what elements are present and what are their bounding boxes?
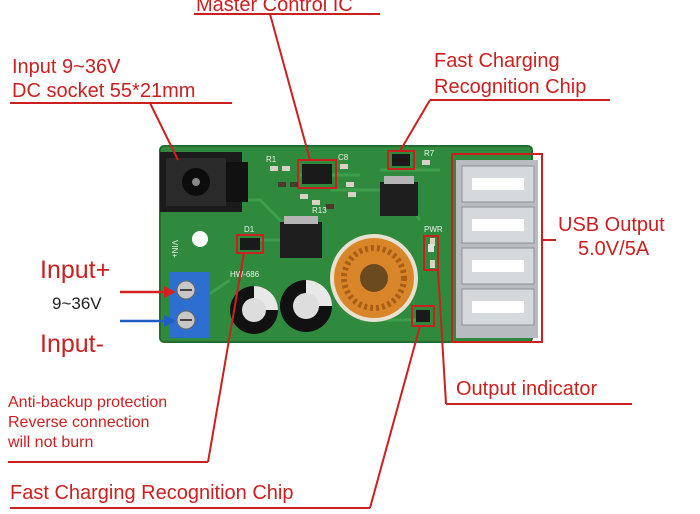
label-antibackup-line1: Anti-backup protection bbox=[8, 394, 168, 411]
input-plus-arrow bbox=[120, 286, 176, 298]
silk-model: HW-686 bbox=[230, 270, 260, 279]
master-ic-chip bbox=[302, 164, 332, 184]
fast-charge-chip-top bbox=[392, 154, 410, 166]
silk-vin-plus: VIN+ bbox=[170, 240, 179, 258]
input-minus-arrow bbox=[120, 315, 176, 327]
protection-diode bbox=[240, 238, 260, 250]
silk-pwr: PWR bbox=[424, 225, 443, 234]
silk-r7: R7 bbox=[424, 149, 435, 158]
label-fast-bottom: Fast Charging Recognition Chip bbox=[10, 482, 294, 504]
capacitor-2 bbox=[280, 280, 332, 332]
output-indicator-led bbox=[423, 235, 439, 271]
label-input-line1: Input 9~36V bbox=[12, 56, 121, 78]
label-input-range: 9~36V bbox=[52, 294, 102, 313]
mounting-hole bbox=[192, 231, 208, 247]
screw-terminal bbox=[170, 272, 210, 338]
label-fast-top-line1: Fast Charging bbox=[434, 50, 560, 72]
label-usb-line2: 5.0V/5A bbox=[578, 238, 650, 260]
label-master-ic: Master Control IC bbox=[196, 0, 353, 16]
inductor-coil bbox=[330, 234, 418, 322]
label-fast-top-line2: Recognition Chip bbox=[434, 76, 587, 98]
silk-r13: R13 bbox=[312, 206, 327, 215]
label-output-indicator: Output indicator bbox=[456, 378, 598, 400]
silk-r1r2c4: R1 bbox=[266, 155, 277, 164]
label-usb-line1: USB Output bbox=[558, 214, 665, 236]
silk-d1: D1 bbox=[244, 225, 255, 234]
mosfet-2 bbox=[280, 222, 322, 258]
callout-lines bbox=[8, 13, 632, 509]
label-antibackup-line3: will not burn bbox=[8, 434, 94, 451]
mosfet-1 bbox=[380, 182, 418, 216]
label-input-line2: DC socket 55*21mm bbox=[12, 80, 196, 102]
label-antibackup-line2: Reverse connection bbox=[8, 414, 150, 431]
label-input-minus: Input- bbox=[40, 330, 104, 358]
label-input-plus: Input+ bbox=[40, 256, 111, 284]
usb-ports bbox=[456, 160, 538, 338]
fast-charge-chip-bottom bbox=[416, 310, 430, 322]
silk-c8: C8 bbox=[338, 153, 349, 162]
capacitor-1 bbox=[230, 286, 278, 334]
